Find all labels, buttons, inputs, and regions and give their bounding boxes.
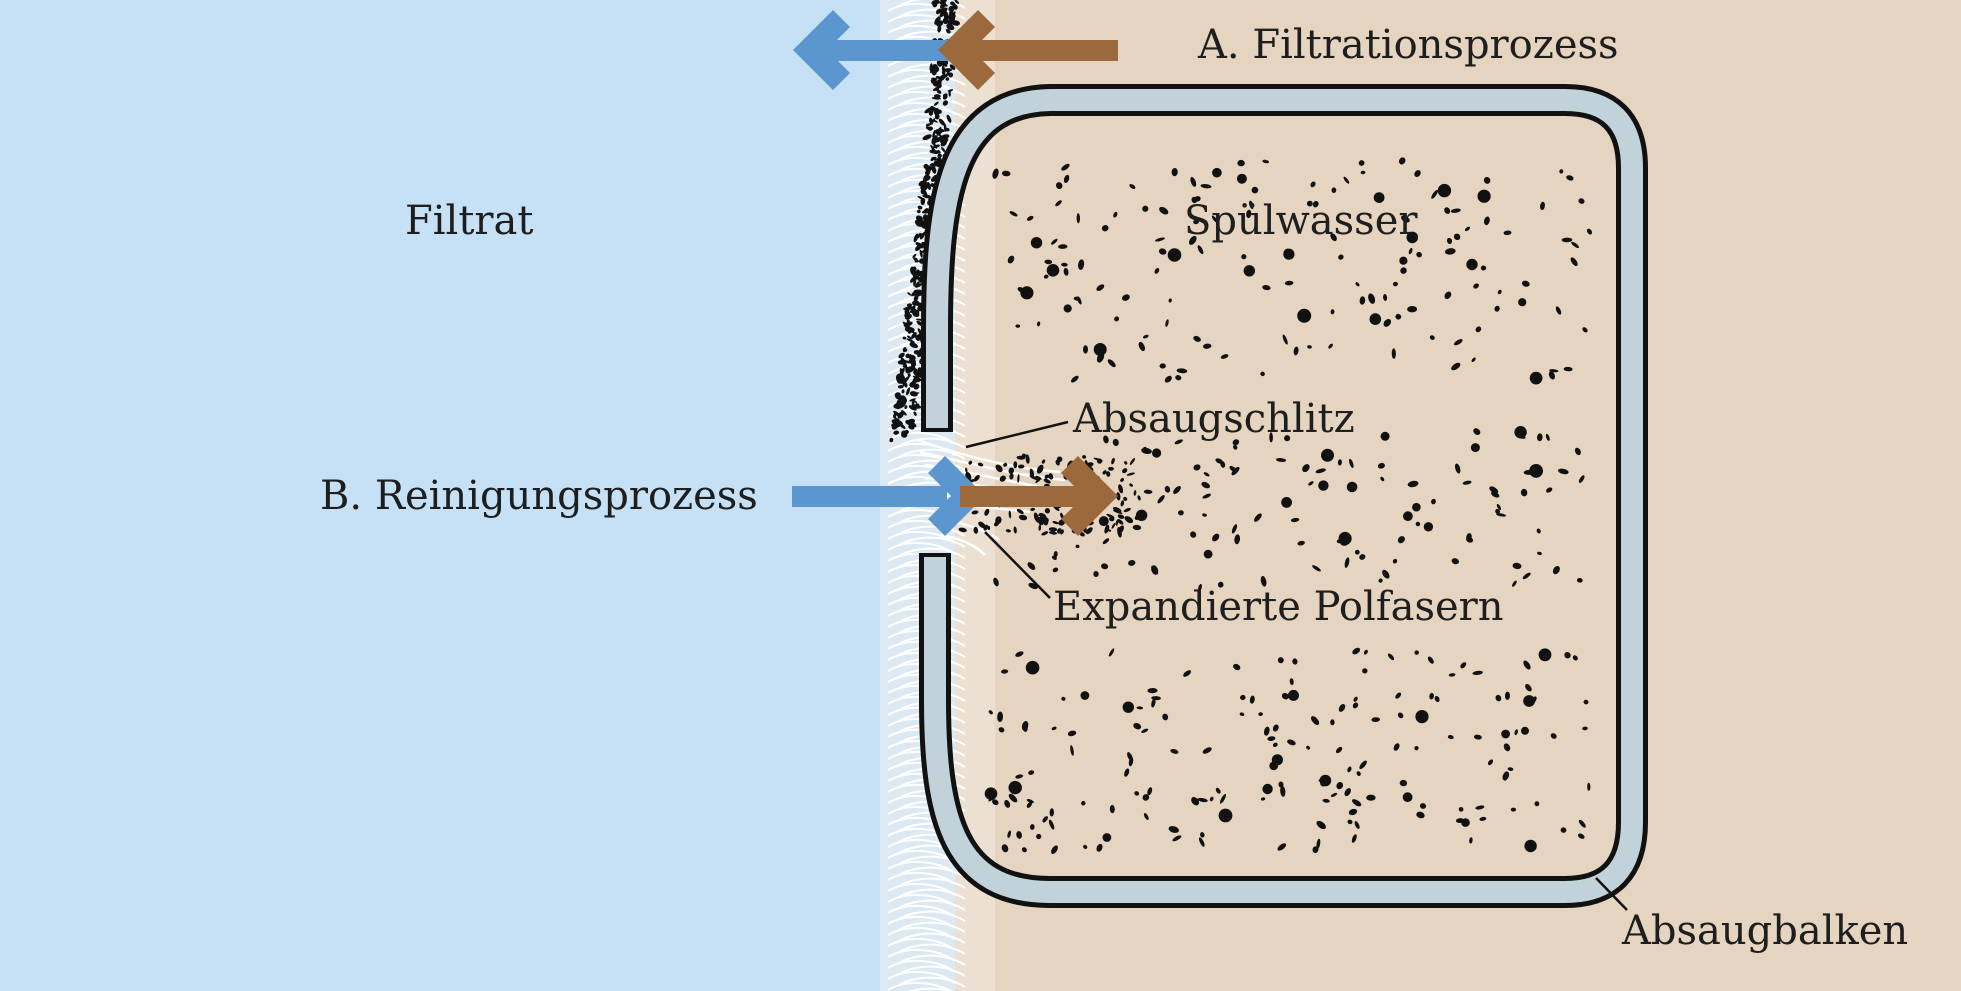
filtration-filtrate-arrow-icon	[793, 10, 970, 90]
cleaning-dirt-arrow-icon	[960, 456, 1118, 536]
filtration-process-label: A. Filtrationsprozess	[1197, 22, 1619, 68]
expanded-fibers-label: Expandierte Polfasern	[1053, 584, 1504, 630]
cleaning-process-label: B. Reinigungsprozess	[320, 473, 758, 519]
rinse-water-label: Spülwasser	[1184, 198, 1418, 244]
suction-bar-label: Absaugbalken	[1621, 908, 1908, 954]
filtrate-label: Filtrat	[405, 198, 533, 244]
suction-bar	[919, 84, 1648, 908]
filtrate-area	[0, 0, 885, 991]
suction-slot-label: Absaugschlitz	[1072, 396, 1355, 442]
dirt-particles	[984, 157, 1593, 854]
leader-lines	[965, 420, 1628, 911]
cleaning-water-arrow-icon	[792, 456, 985, 536]
filtration-dirt-arrow-icon	[938, 10, 1118, 90]
